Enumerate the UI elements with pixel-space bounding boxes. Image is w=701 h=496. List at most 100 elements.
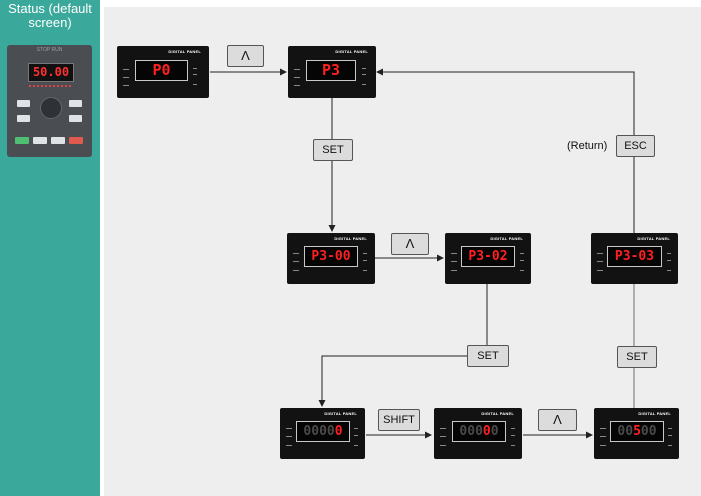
panel-label-mark — [600, 445, 606, 446]
panel-title: DIGITAL PANEL — [637, 236, 670, 241]
panel-label-mark — [294, 85, 300, 86]
sidebar: Status (default screen) STOP RUN 50.00 — [0, 0, 100, 496]
panel-value-00000-shifted: DIGITAL PANEL 00000 — [434, 408, 522, 459]
device-key — [17, 115, 30, 122]
panel-indicator — [193, 68, 197, 69]
panel-label-mark — [294, 69, 300, 70]
panel-label-mark — [286, 436, 292, 437]
display-digits-dim: 000 — [459, 424, 483, 439]
panel-indicator — [668, 445, 672, 446]
display-digits-dim: 00 — [617, 424, 634, 439]
set-key-label: SET — [322, 144, 344, 156]
sidebar-title-line2: screen) — [28, 15, 72, 30]
display-value: P3-03 — [614, 249, 655, 264]
panel-label-mark — [451, 261, 457, 262]
display-digits-dim: 0 — [490, 424, 499, 439]
set-key-button[interactable]: SET — [313, 139, 353, 161]
panel-label-mark — [286, 428, 292, 429]
panel-label-mark — [123, 85, 129, 86]
display-value: P0 — [152, 61, 171, 79]
panel-indicator — [362, 74, 366, 75]
up-key-button[interactable]: Λ — [391, 233, 429, 255]
panel-display: P3-03 — [607, 246, 662, 267]
device-key — [17, 100, 30, 107]
display-value: P3-00 — [311, 249, 351, 264]
shift-key-label: SHIFT — [383, 414, 415, 426]
up-key-label: Λ — [241, 48, 250, 63]
set-key-label: SET — [477, 350, 499, 362]
panel-title: DIGITAL PANEL — [638, 411, 671, 416]
panel-title: DIGITAL PANEL — [490, 236, 523, 241]
panel-display: P0 — [135, 60, 188, 81]
device-key — [51, 137, 65, 144]
panel-indicator — [668, 428, 672, 429]
panel-display: P3-00 — [304, 246, 358, 267]
inverter-device-image: STOP RUN 50.00 — [7, 45, 92, 157]
sidebar-title-line1: Status (default — [8, 1, 92, 16]
panel-indicator — [667, 253, 671, 254]
set-key-button[interactable]: SET — [467, 345, 509, 367]
panel-indicator — [362, 68, 366, 69]
return-label: (Return) — [567, 140, 608, 152]
panel-indicator — [511, 428, 515, 429]
panel-indicator — [668, 435, 672, 436]
panel-indicator — [520, 260, 524, 261]
shift-key-button[interactable]: SHIFT — [378, 409, 420, 431]
device-key — [69, 100, 82, 107]
panel-title: DIGITAL PANEL — [168, 49, 201, 54]
device-key-run — [15, 137, 29, 144]
panel-indicator — [363, 260, 367, 261]
display-digit-active: 0 — [482, 424, 491, 439]
panel-value-00500: DIGITAL PANEL 00500 — [594, 408, 679, 459]
display-digits-dim: 0000 — [303, 424, 335, 439]
device-key-stop — [69, 137, 83, 144]
panel-label-mark — [293, 261, 299, 262]
panel-indicator — [354, 435, 358, 436]
panel-indicator — [363, 253, 367, 254]
panel-display: 00000 — [296, 421, 350, 442]
set-key-button[interactable]: SET — [617, 346, 657, 368]
panel-p3-03: DIGITAL PANEL P3-03 — [591, 233, 678, 284]
arrow-p3-02-to-val1 — [318, 283, 488, 407]
panel-label-mark — [451, 253, 457, 254]
set-key-label: SET — [626, 351, 648, 363]
device-indicator-leds — [29, 85, 71, 90]
panel-indicator — [667, 260, 671, 261]
display-value: P3 — [321, 61, 341, 79]
panel-value-00000: DIGITAL PANEL 00000 — [280, 408, 365, 459]
esc-key-button[interactable]: ESC — [616, 135, 655, 157]
device-key — [69, 115, 82, 122]
panel-p0: DIGITAL PANEL P0 — [117, 46, 209, 98]
panel-label-mark — [293, 253, 299, 254]
display-digit-active: 0 — [334, 424, 343, 439]
panel-label-mark — [600, 436, 606, 437]
panel-label-mark — [286, 445, 292, 446]
panel-p3-00: DIGITAL PANEL P3-00 — [287, 233, 375, 284]
panel-indicator — [520, 270, 524, 271]
panel-label-mark — [440, 445, 446, 446]
panel-label-mark — [451, 270, 457, 271]
panel-indicator — [363, 270, 367, 271]
panel-label-mark — [440, 428, 446, 429]
up-key-button[interactable]: Λ — [227, 45, 264, 67]
panel-label-mark — [600, 428, 606, 429]
panel-label-mark — [597, 261, 603, 262]
panel-indicator — [362, 84, 366, 85]
panel-label-mark — [293, 270, 299, 271]
device-brand-label: STOP RUN — [36, 47, 63, 53]
panel-p3-02: DIGITAL PANEL P3-02 — [445, 233, 531, 284]
panel-label-mark — [597, 270, 603, 271]
panel-indicator — [354, 445, 358, 446]
display-digit-active: 5 — [633, 424, 641, 439]
panel-indicator — [511, 435, 515, 436]
display-value: P3-02 — [468, 249, 508, 264]
device-key — [33, 137, 47, 144]
up-key-button[interactable]: Λ — [538, 409, 577, 431]
panel-indicator — [667, 270, 671, 271]
panel-indicator — [193, 74, 197, 75]
device-display: 50.00 — [28, 63, 74, 82]
panel-title: DIGITAL PANEL — [324, 411, 357, 416]
panel-display: 00500 — [610, 421, 664, 442]
panel-title: DIGITAL PANEL — [335, 49, 368, 54]
